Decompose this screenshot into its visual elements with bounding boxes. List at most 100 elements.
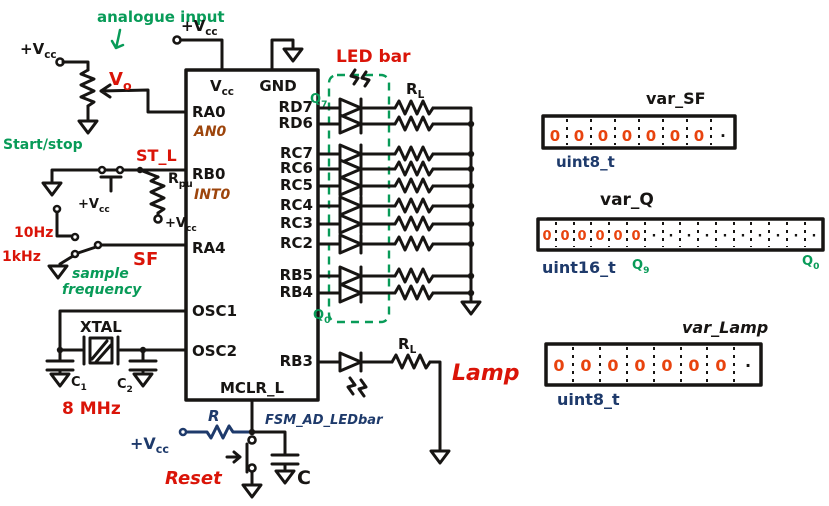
vcc-reset-label: +Vcc [130,434,169,456]
resistor-icon [393,197,435,214]
var-lamp-cell-separators [572,347,735,382]
bit-cell: · [776,229,781,244]
led-icon [338,158,363,180]
led-bar-outline [327,73,391,324]
switch-contact-1khz [70,249,80,259]
r-label: R [208,407,220,425]
bit-cell: 0 [574,127,584,145]
bit-cell: 0 [646,127,656,145]
start-stop-label: Start/stop [3,137,83,153]
led-icon [338,195,363,217]
sf-label: SF [133,249,158,270]
crystal-plates [82,335,120,366]
ic-body [184,68,320,402]
var-sf-box [541,114,737,150]
f1k-label: 1kHz [2,249,41,265]
lamp-wires [316,360,442,451]
junction-dot [139,346,147,354]
oscillator-section: XTAL C1 C2 8 MHz [45,309,188,419]
analogue-input-label: analogue input [97,8,225,26]
pin-vcc: Vcc [210,77,234,98]
var-q-type: uint16_t [542,258,616,277]
resistor-icon [393,215,435,232]
ground-symbol [460,300,482,316]
led-row-wires [316,106,473,302]
start-stop-section: Start/stop ST_L Rpu +Vcc [3,137,197,234]
ground-symbol [41,181,63,197]
potentiometer-wiper-arrow [99,83,188,114]
f10-label: 10Hz [14,225,53,241]
var-sf-diagram: var_SF 0 0 0 0 0 0 0 · uint8_t [541,89,737,171]
resistor-icon [393,177,435,194]
reset-section: R +Vcc FSM_AD_LEDbar Reset C [130,398,384,499]
pin-rc6: RC6 [280,159,313,177]
led-icon [338,282,363,304]
resistor-icon [393,235,435,252]
button-contact [97,165,107,175]
button-contact [115,165,125,175]
bit-cell: 0 [580,356,591,375]
var-sf-cells: 0 0 0 0 0 0 0 · [550,127,726,145]
ground-symbol [47,264,69,280]
bit-cell: · [652,229,657,244]
bit-cell: · [745,356,751,375]
pin-mclr: MCLR_L [220,379,285,397]
sample-freq-label-2: frequency [62,282,142,298]
bit-cell: 0 [694,127,704,145]
resistor-icon [393,284,435,301]
resistor-icon [393,267,435,284]
bit-cell: · [723,229,728,244]
bit-cell: 0 [553,356,564,375]
vo-label: Vo [109,69,132,93]
c-label: C [297,467,311,489]
bit-cell: 0 [670,127,680,145]
pin-ra4: RA4 [192,239,226,257]
led-icon [338,265,363,287]
bit-cell: 0 [613,229,622,244]
switch-contact-10hz [70,232,80,242]
led-bar-section: LED bar RL Q7 Q0 [310,47,482,326]
light-emission-marks [346,376,368,398]
lamp-label: Lamp [452,361,520,386]
var-q-cells: 0 0 0 0 0 0 · · · · · · · · · · [542,229,816,244]
rl-lamp-label: RL [398,335,417,356]
pin-ra0: RA0 [192,103,226,121]
sample-freq-label-1: sample [72,266,129,282]
var-sf-title: var_SF [646,89,706,108]
bit-cell: 0 [550,127,560,145]
light-emission-marks [349,68,371,88]
led-bar-title: LED bar [336,47,411,67]
pin-rd7: RD7 [279,98,313,116]
oscillator-wires [58,309,188,374]
vcc-ic-label: +Vcc [181,17,218,38]
bit-cell: · [705,229,710,244]
led-icon [338,97,363,119]
bit-cell: · [794,229,799,244]
bit-cell: · [758,229,763,244]
bit-cell: 0 [560,229,569,244]
ground-symbol [49,372,71,388]
pin-rb3: RB3 [280,352,313,370]
reset-vcc-terminal [178,427,188,437]
resistor-icon [393,99,435,116]
resistor-icon [393,145,435,162]
junction-dot [56,346,64,354]
q7-label: Q7 [310,92,327,110]
q9-label: Q9 [632,258,649,276]
analogue-input-arrow [110,28,125,50]
ground-symbol [241,483,263,499]
lamp-resistor-icon [390,353,432,370]
rl-ledbar-label: RL [406,80,425,101]
led-icon [338,233,363,255]
resistor-icon [393,160,435,177]
xtal-label: XTAL [80,318,122,336]
sample-frequency-section: +Vcc 10Hz 1kHz SF sample frequency [2,197,188,298]
bit-cell: · [741,229,746,244]
bit-cell: 0 [542,229,551,244]
rail-junction-dots [467,120,475,297]
c2-label: C2 [117,377,133,395]
reset-label: Reset [165,468,223,489]
pin-rc3: RC3 [280,214,313,232]
supply-wires [179,38,295,72]
